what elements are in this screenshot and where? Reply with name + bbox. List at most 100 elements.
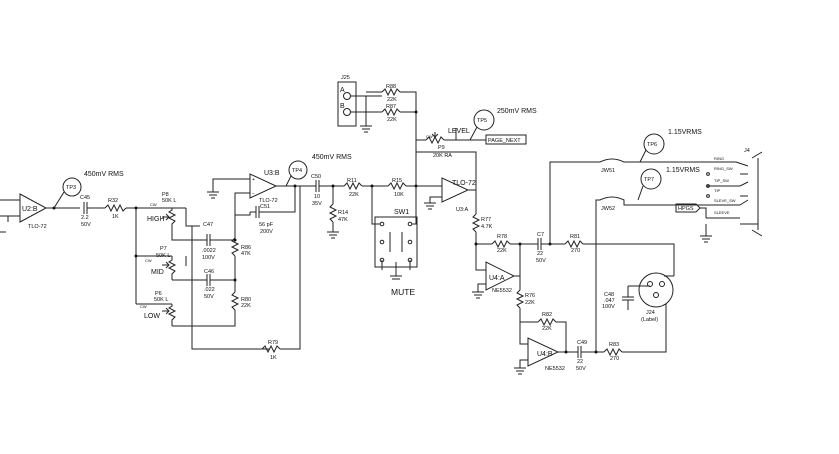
j4-pin-sleeve: SLEEVE — [714, 210, 730, 215]
capacitor-c7: C7 22 50V — [536, 232, 546, 264]
r15-ref: R15 — [392, 178, 402, 184]
opamp-u2b: U2:B TLO-72 — [19, 193, 48, 230]
r79-ref: R79 — [268, 340, 278, 346]
r14-ref: R14 — [338, 210, 348, 216]
resistor-r82: R82 22K — [537, 312, 567, 352]
p9-value: 20K RA — [433, 153, 452, 159]
c49-voltage: 50V — [576, 366, 586, 372]
opamp-u4b: U4:B NE5532 — [527, 337, 565, 372]
j25-pin-a: A — [340, 87, 345, 94]
wire-u3b-feedback — [234, 186, 296, 216]
p9-cw: CW — [426, 134, 433, 139]
j4-ref: J4 — [744, 148, 750, 154]
sw1-label: MUTE — [391, 287, 415, 297]
jumper-jw51: JW51 — [599, 158, 736, 174]
tp4-label: TP4 — [292, 168, 302, 174]
capacitor-c45: C45 2.2 50V — [80, 195, 91, 228]
r79-value: 1K — [270, 355, 277, 361]
r11-ref: R11 — [347, 178, 357, 184]
capacitor-c48: C48 .047 100V — [602, 285, 650, 310]
u4a-part: NE5532 — [492, 288, 512, 294]
resistor-r88: R88 22K — [366, 84, 417, 140]
p6-value: 50K L — [154, 297, 168, 303]
junction — [474, 242, 478, 246]
c45-value: 2.2 — [81, 215, 89, 221]
connector-j4-jack: J4 RING RING_SW TIP_SW TIP SLEVE_SW SLEE… — [700, 148, 763, 243]
c51-value: 56 pF — [259, 222, 274, 228]
r87-value: 22K — [387, 117, 397, 123]
c46-ref: C46 — [204, 269, 214, 275]
jumper-jw52: JW52 — [599, 196, 740, 212]
capacitor-c50: C50 10 35V — [311, 174, 322, 207]
j25-ref: J25 — [341, 75, 350, 81]
u2b-ref: U2:B — [22, 206, 38, 213]
r32-ref: R32 — [108, 198, 118, 204]
sw1-ref: SW1 — [394, 209, 409, 216]
capacitor-c49: C49 22 50V — [576, 340, 587, 372]
r15-value: 10K — [394, 192, 404, 198]
junction — [134, 254, 138, 258]
p6-cw: CW — [140, 304, 147, 309]
opamp-u3a: TLO-72 U3:A — [441, 177, 476, 213]
tp5-label: TP5 — [477, 118, 487, 124]
resistor-r76: R76 22K — [515, 276, 538, 345]
r83-value: 270 — [610, 356, 619, 362]
c49-value: 22 — [577, 359, 583, 365]
wire — [700, 207, 707, 218]
jw52-label: JW52 — [601, 206, 615, 212]
c7-voltage: 50V — [536, 258, 546, 264]
c49-ref: C49 — [577, 340, 587, 346]
ground-u4a — [472, 283, 486, 299]
ground-u3a — [424, 196, 442, 210]
j4-pin-ring: RING — [714, 156, 724, 161]
potentiometer-p7: P7 50K L MID CW — [145, 246, 177, 280]
u3b-part: TLO-72 — [259, 198, 278, 204]
hpgs-label: HPGS — [678, 206, 694, 212]
p7-band: MID — [151, 269, 164, 276]
junction — [414, 110, 418, 114]
c46-voltage: 50V — [204, 294, 214, 300]
ground-u4b — [514, 359, 528, 375]
r77-value: 4.7K — [481, 224, 493, 230]
resistor-r79: R79 1K — [261, 186, 301, 361]
tp4-level: 450mV RMS — [312, 154, 352, 161]
p8-cw: CW — [150, 202, 157, 207]
c7-value: 22 — [537, 251, 543, 257]
tp6-label: TP6 — [647, 142, 657, 148]
junction — [293, 184, 297, 188]
net-label-hpgs — [675, 203, 701, 213]
tp7-level: 1.15VRMS — [666, 167, 700, 174]
r87-ref: R87 — [386, 104, 396, 110]
c51-voltage: 200V — [260, 229, 273, 235]
c48-ref: C48 — [604, 292, 614, 298]
j4-pin-sleeve-sw: SLEVE_SW — [714, 198, 736, 203]
u2b-inputs — [0, 199, 20, 233]
wire-tone-network — [171, 230, 270, 350]
c48-voltage: 100V — [602, 304, 615, 310]
resistor-r11: R11 22K — [343, 178, 388, 198]
p8-band: HIGH — [147, 216, 165, 223]
tp5-level: 250mV RMS — [497, 108, 537, 115]
opamp-u3b: U3:B TLO-72 + − — [249, 170, 280, 204]
tp6-level: 1.15VRMS — [668, 129, 702, 136]
ground-u3b — [207, 178, 250, 199]
r76-value: 22K — [525, 300, 535, 306]
u3a-ref: U3:A — [456, 207, 469, 213]
p6-ref: P6 — [155, 291, 162, 297]
c50-ref: C50 — [311, 174, 321, 180]
r76-ref: R76 — [525, 293, 535, 299]
jw51-label: JW51 — [601, 168, 615, 174]
testpoint-tp6: TP6 1.15VRMS — [639, 129, 702, 163]
u4b-part: NE5532 — [545, 366, 565, 372]
p9-label: LEVEL — [448, 128, 470, 135]
resistor-r14: R14 47K — [327, 186, 348, 239]
opamp-u4a: U4:A NE5532 — [485, 261, 516, 294]
junction — [331, 184, 335, 188]
r86-value: 47K — [241, 251, 251, 257]
r78-value: 22K — [497, 248, 507, 254]
u4a-ref: U4:A — [489, 275, 505, 282]
resistor-r77: R77 4.7K — [471, 213, 493, 271]
j4-pin-tip-sw: TIP_SW — [714, 178, 729, 183]
potentiometer-p8: P8 50K L HIGH CW — [147, 192, 176, 230]
r11-value: 22K — [349, 192, 359, 198]
